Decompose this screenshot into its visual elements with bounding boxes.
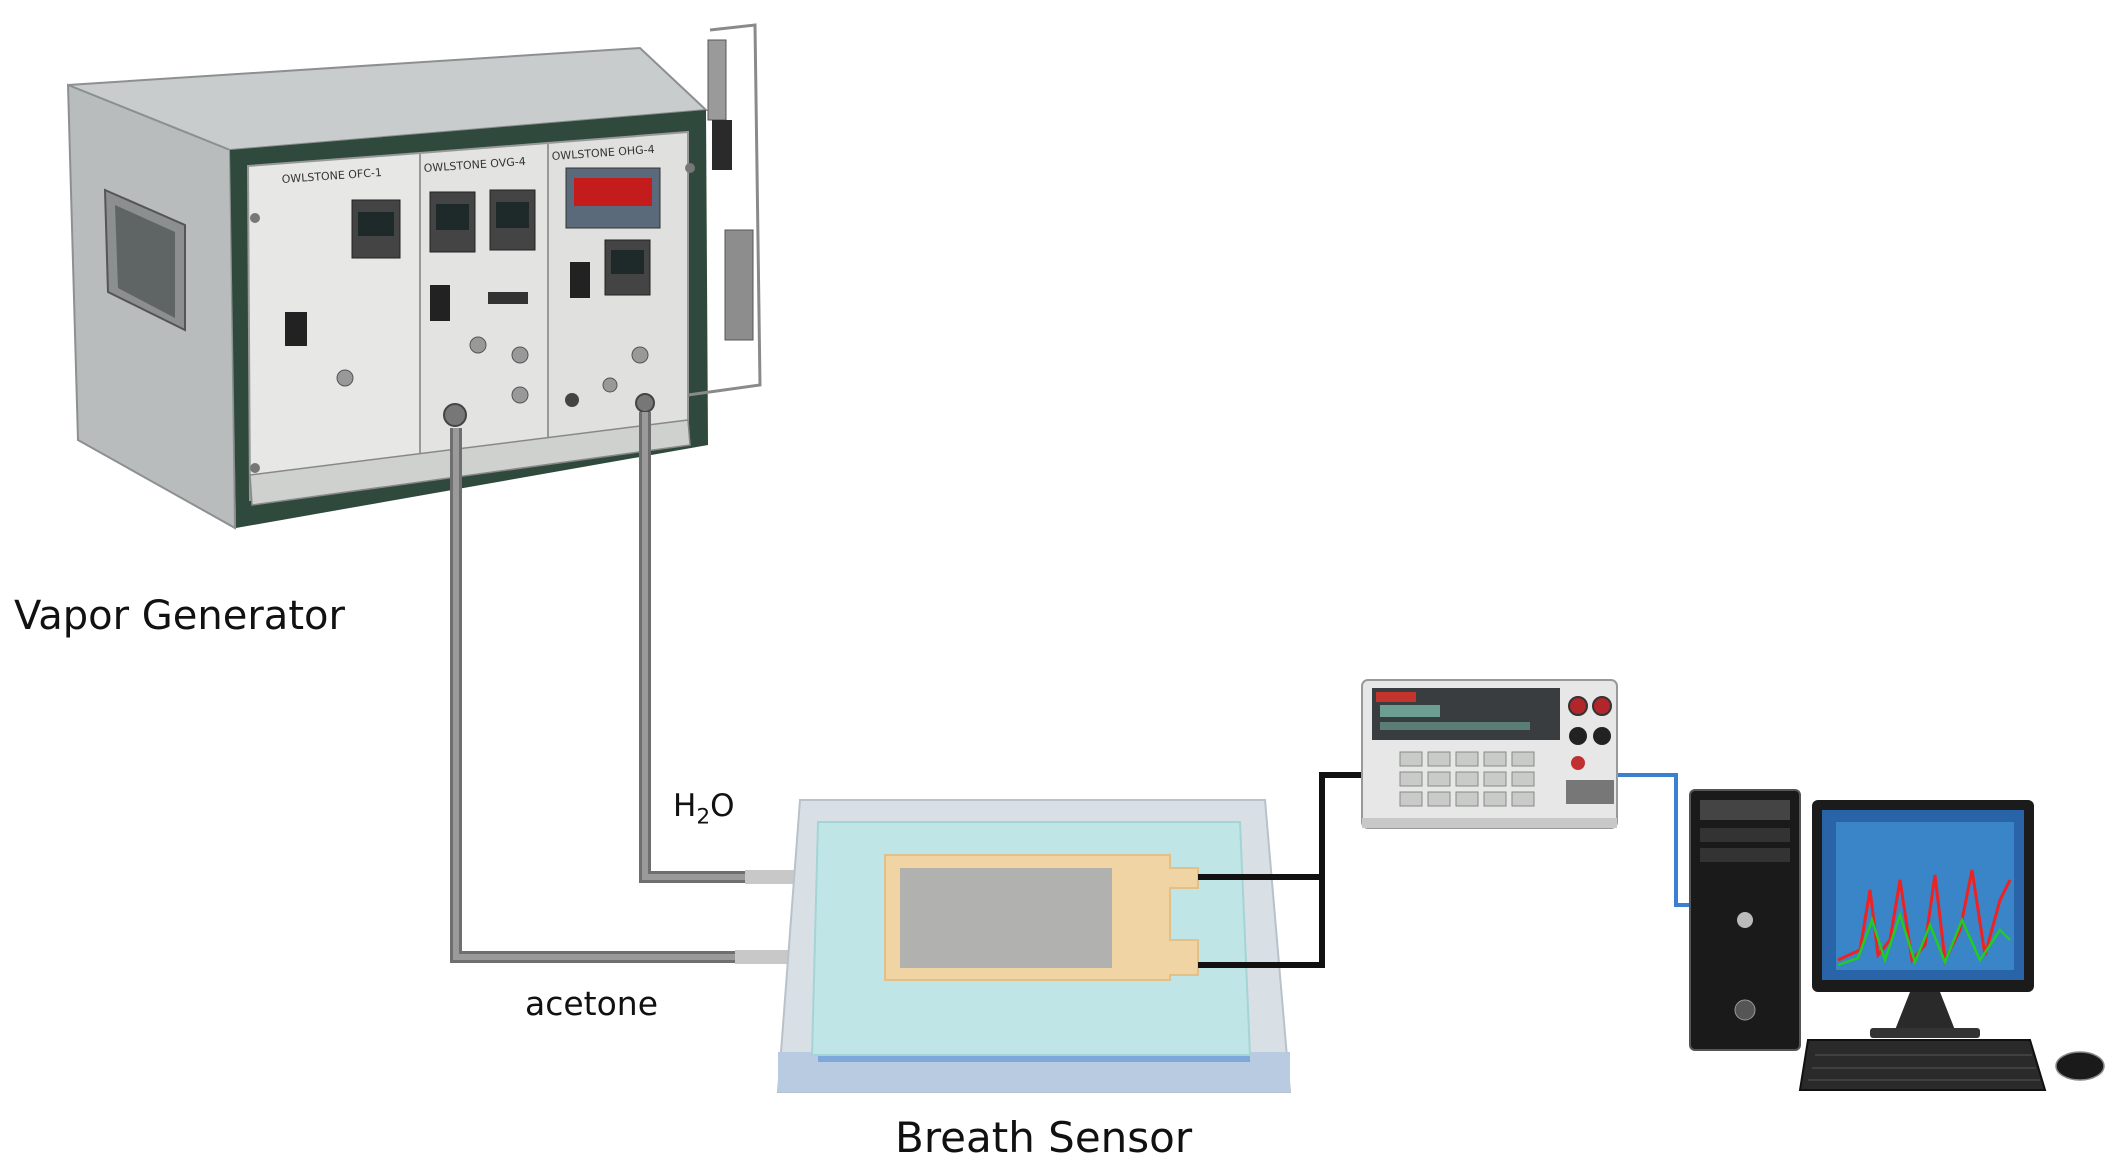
h2o-label-h: H: [673, 788, 697, 824]
power-switch: [430, 285, 450, 321]
h2o-label-subscript: 2: [696, 804, 711, 830]
source-meter: [1361, 679, 1618, 829]
acetone-outlet-port: [443, 403, 467, 427]
vapor-generator-device: OWLSTONE OFC-1 OWLSTONE OVG-4 OWLSTONE O…: [66, 23, 762, 530]
acetone-label: acetone: [525, 984, 659, 1023]
signal-wires: [1198, 772, 1690, 968]
h2o-label: H2O: [673, 788, 735, 830]
wire-top: [1198, 772, 1362, 880]
wire-bottom: [1198, 877, 1325, 968]
h2o-label-o: O: [710, 788, 735, 824]
tubing: [450, 412, 815, 964]
breath-sensor: [776, 799, 1292, 1093]
vapor-generator-label: Vapor Generator: [14, 593, 345, 639]
usb-cable: [1615, 773, 1690, 907]
h2o-outlet-port: [635, 393, 655, 413]
power-switch: [285, 312, 307, 346]
computer: [1689, 789, 2105, 1091]
mouse: [2055, 1051, 2105, 1081]
breath-sensor-label: Breath Sensor: [895, 1113, 1193, 1162]
power-switch: [570, 262, 590, 298]
keyboard: [1798, 1039, 2047, 1091]
